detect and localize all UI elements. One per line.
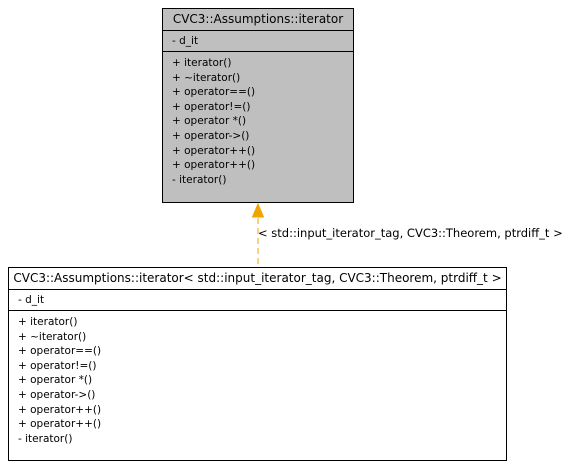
operation-row: - iterator() — [18, 432, 73, 445]
operation-row: + operator==() — [172, 86, 256, 99]
parent-class-attributes: - d_it — [163, 31, 353, 52]
child-class-box[interactable]: CVC3::Assumptions::iterator< std::input_… — [8, 267, 507, 461]
operation-row: + operator!=() — [18, 359, 97, 372]
operation-row: + iterator() — [18, 316, 78, 328]
child-class-attributes: - d_it — [9, 290, 506, 311]
operation-row: + operator++() — [172, 159, 256, 172]
edge-template-label: < std::input_iterator_tag, CVC3::Theorem… — [258, 226, 563, 240]
child-class-title: CVC3::Assumptions::iterator< std::input_… — [9, 268, 506, 290]
attribute-row: - d_it — [172, 35, 199, 47]
attribute-row: - d_it — [18, 294, 45, 306]
parent-class-operations: + iterator() + ~iterator() + operator==(… — [163, 52, 353, 191]
operation-row: + operator!=() — [172, 100, 251, 113]
edge-arrowhead-icon — [251, 202, 265, 218]
operation-row: + ~iterator() — [172, 71, 241, 84]
operation-row: + ~iterator() — [18, 330, 87, 343]
operation-row: - iterator() — [172, 173, 227, 186]
operation-row: + iterator() — [172, 57, 232, 69]
operation-row: + operator->() — [172, 129, 250, 142]
operation-row: + operator++() — [172, 144, 256, 157]
operation-row: + operator++() — [18, 403, 102, 416]
child-class-operations: + iterator() + ~iterator() + operator==(… — [9, 311, 506, 450]
operation-row: + operator==() — [18, 345, 102, 358]
operation-row: + operator *() — [18, 374, 93, 387]
parent-class-title: CVC3::Assumptions::iterator — [163, 9, 353, 31]
operation-row: + operator->() — [18, 388, 96, 401]
operation-row: + operator *() — [172, 115, 247, 128]
operation-row: + operator++() — [18, 418, 102, 431]
parent-class-box[interactable]: CVC3::Assumptions::iterator - d_it + ite… — [162, 8, 354, 203]
